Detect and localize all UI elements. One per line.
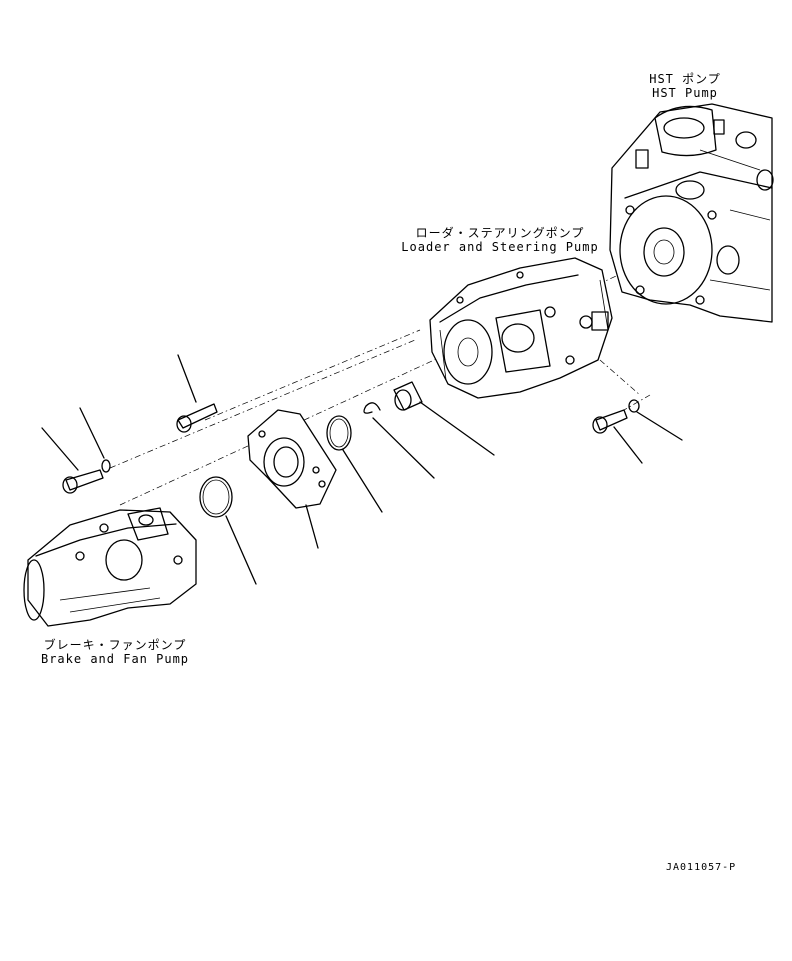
bolt-right xyxy=(592,409,643,464)
brake-fan-pump-drawing xyxy=(23,507,197,627)
coupling-sleeve xyxy=(393,381,495,456)
adapter-flange xyxy=(247,409,337,549)
bolt-upper-left xyxy=(176,354,218,433)
loader-steering-pump-label-jp: ローダ・ステアリングポンプ xyxy=(415,226,585,240)
washer-lower-left xyxy=(79,407,111,473)
snap-ring xyxy=(363,402,435,479)
hst-pump-label: HST ポンプ HST Pump xyxy=(620,72,750,100)
hst-pump-label-jp: HST ポンプ xyxy=(649,72,721,86)
drawing-id: JA011057-P xyxy=(666,862,737,873)
hst-pump-drawing xyxy=(609,103,774,323)
o-ring-small xyxy=(199,476,257,585)
hst-pump-label-en: HST Pump xyxy=(652,86,718,100)
washer-right xyxy=(628,399,683,441)
o-ring-large xyxy=(326,415,383,513)
loader-steering-pump-label-en: Loader and Steering Pump xyxy=(401,240,599,254)
brake-fan-pump-label-en: Brake and Fan Pump xyxy=(40,652,190,666)
bolt-lower-left xyxy=(41,427,104,494)
loader-steering-pump-drawing xyxy=(429,257,613,399)
brake-fan-pump-label: ブレーキ・ファンポンプ Brake and Fan Pump xyxy=(20,638,210,666)
brake-fan-pump-label-jp: ブレーキ・ファンポンプ xyxy=(43,638,187,652)
loader-steering-pump-label: ローダ・ステアリングポンプ Loader and Steering Pump xyxy=(380,226,620,254)
